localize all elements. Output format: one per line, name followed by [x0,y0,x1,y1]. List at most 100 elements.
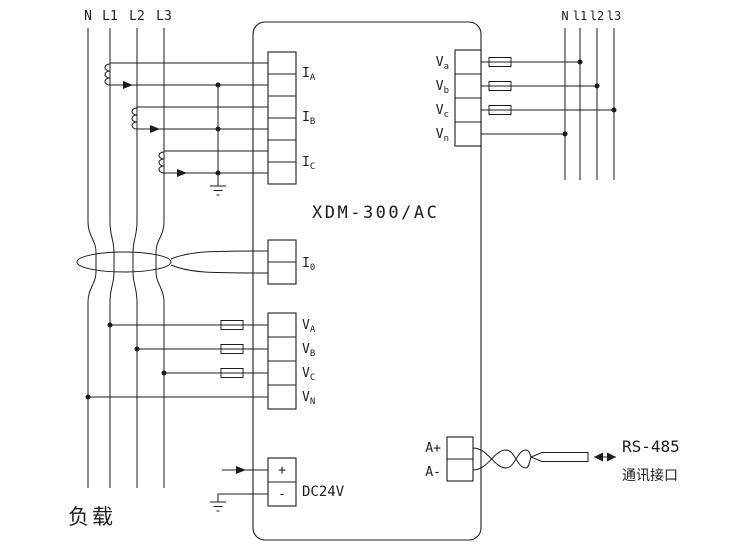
left-bus-label-l1: L1 [102,9,118,24]
terminal-dividers [268,336,296,386]
junction-dot [215,126,221,132]
zero-sequence-ct [76,250,269,274]
bus-line-l2 [132,28,138,488]
bus-line-l3 [155,28,165,488]
label-base: V [436,103,444,118]
fuse-icon [488,57,512,67]
junction-dot [215,170,221,176]
right-bus-labels: N l1 l2 l3 [561,9,621,23]
polarity-arrow-icon [150,125,160,133]
terminal-dividers [455,73,481,123]
fuse-icon [220,320,244,330]
fuse-icon [220,344,244,354]
comm-name-label: RS-485 [622,437,680,456]
toroid-ring [76,251,172,273]
terminal-label-vc-out: Vc [436,103,449,120]
right-bus-label-n: N [561,9,568,23]
device-outline [252,21,482,541]
load-label: 负载 [68,505,116,529]
power-terminal-block: + - DC24V [210,457,345,512]
label-sub: C [310,162,315,172]
label-sub: A [310,73,316,83]
right-bus-label-l2: l2 [590,9,604,23]
fuse-icon [488,105,512,115]
ct-common-ground [210,82,226,196]
label-sub: N [310,397,315,407]
left-bus-labels: N L1 L2 L3 [84,9,172,24]
device-body: XDM-300/AC [252,21,482,541]
terminal-label-a-plus: A+ [425,441,441,456]
bus-line-n [87,28,97,488]
polarity-arrow-icon [177,169,187,177]
rs485-section: A+ A- RS-485 通讯接口 [425,436,680,484]
device-model-label: XDM-300/AC [312,203,439,223]
toroid-secondary-wire [170,264,269,274]
label-base: V [436,127,444,142]
voltage-output-wires [481,57,617,137]
right-bus-label-l3: l3 [607,9,621,23]
arrow-left-icon [594,452,603,462]
terminal-label-vb: VB [302,342,315,359]
label-base: V [436,79,444,94]
ground-symbol-icon [210,501,226,512]
terminal-label-ia: IA [302,66,316,83]
label-base: V [302,390,310,405]
label-sub: A [310,325,316,335]
terminal-label-a-minus: A- [425,465,441,480]
comm-cable [529,452,589,462]
label-sub: C [310,373,315,383]
power-minus-label: - [278,487,286,502]
comm-desc-label: 通讯接口 [622,467,678,484]
right-bus-label-l1: l1 [573,9,587,23]
ct-phase-l3 [158,150,268,177]
power-plus-label: + [278,463,286,478]
right-bus-lines [564,28,615,180]
fuse-icon [220,368,244,378]
left-bus-lines [87,28,165,488]
current-transformers [104,62,268,196]
terminal-dividers [268,73,296,163]
terminal-label-i0: I0 [302,256,315,273]
ground-symbol-icon [210,185,226,196]
label-sub: B [310,349,315,359]
ct-coil [104,63,111,86]
label-sub: n [444,134,449,144]
ct-phase-l2 [131,106,268,133]
left-bus-label-n: N [84,9,92,24]
terminal-label-vb-out: Vb [436,79,449,96]
toroid-secondary-wire [170,250,269,260]
label-base: V [302,318,310,333]
label-base: V [302,366,310,381]
current-terminal-block: IA IB IC [267,51,316,185]
ct-phase-l1 [104,62,268,89]
terminal-label-vn-out: Vn [436,127,449,144]
junction-dot [215,82,221,88]
terminal-label-ib: IB [302,110,315,127]
terminal-label-vc: VC [302,366,315,383]
label-base: V [302,342,310,357]
label-sub: 0 [310,263,315,273]
label-sub: a [444,62,449,72]
ct-coil [158,151,165,174]
label-base: I [302,66,310,81]
arrow-right-icon [607,452,616,462]
fuse-icon [488,81,512,91]
label-sub: c [444,110,449,120]
junction-dot [134,346,140,352]
terminal-label-va: VA [302,318,316,335]
junction-dot [107,322,113,328]
polarity-arrow-icon [236,466,246,474]
junction-dot [161,370,167,376]
power-voltage-label: DC24V [302,484,345,500]
label-base: V [436,55,444,70]
residual-terminal-block: I0 [267,239,315,285]
bus-line-l1 [109,28,115,488]
label-base: I [302,256,310,271]
label-base: I [302,110,310,125]
voltage-output-terminal-block: Va Vb Vc Vn [436,49,482,147]
voltage-input-wires [85,320,268,400]
junction-dot [85,394,91,400]
twisted-pair-wire [472,449,532,471]
terminal-label-vn: VN [302,390,315,407]
